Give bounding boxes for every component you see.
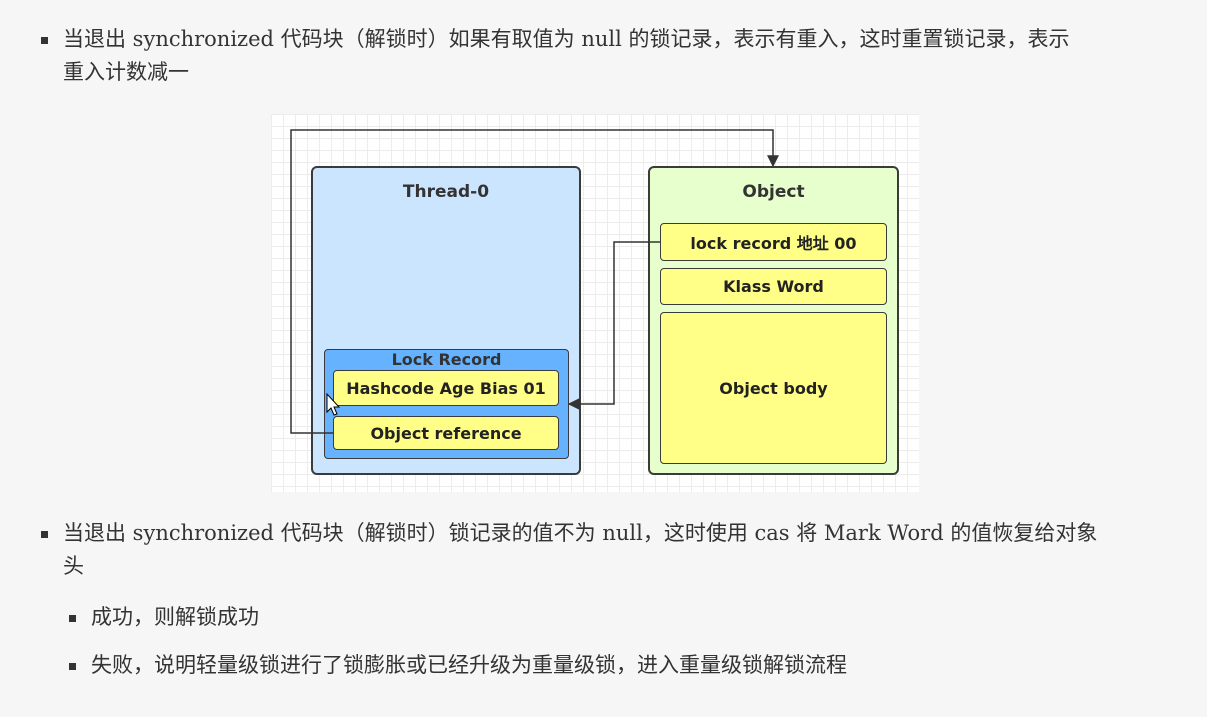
bullet-text-line1: 当退出 synchronized 代码块（解锁时）锁记录的值不为 null，这时… — [63, 521, 1098, 545]
bullet-text-line1: 当退出 synchronized 代码块（解锁时）如果有取值为 null 的锁记… — [63, 27, 1070, 51]
reference-arrow — [290, 129, 779, 434]
bullet-text-line2: 头 — [63, 554, 84, 578]
sub-bullet-text: 失败，说明轻量级锁进行了锁膨胀或已经升级为重量级锁，进入重量级锁解锁流程 — [91, 653, 847, 677]
bullet-marker — [41, 531, 48, 538]
lock-diagram: Thread-0 Lock Record Hashcode Age Bias 0… — [271, 114, 919, 492]
lock-record-arrow — [567, 241, 660, 410]
lock-record-title: Lock Record — [391, 350, 502, 369]
object-title: Object — [742, 182, 805, 202]
object-body-field: Object body — [660, 312, 887, 464]
sub-bullet-marker — [69, 663, 76, 670]
thread-title: Thread-0 — [402, 182, 490, 202]
lock-record-object-reference: Object reference — [333, 416, 559, 450]
mouse-cursor-icon — [326, 392, 341, 416]
object-klass-word-field: Klass Word — [660, 268, 887, 305]
object-mark-word-field: lock record 地址 00 — [660, 223, 887, 261]
connector-lines — [290, 129, 779, 434]
sub-bullet-text: 成功，则解锁成功 — [91, 605, 259, 629]
bullet-marker — [41, 37, 48, 44]
sub-bullet-marker — [69, 615, 76, 622]
lock-record-mark-field: Hashcode Age Bias 01 — [333, 370, 559, 406]
bullet-text-line2: 重入计数减一 — [63, 60, 189, 84]
